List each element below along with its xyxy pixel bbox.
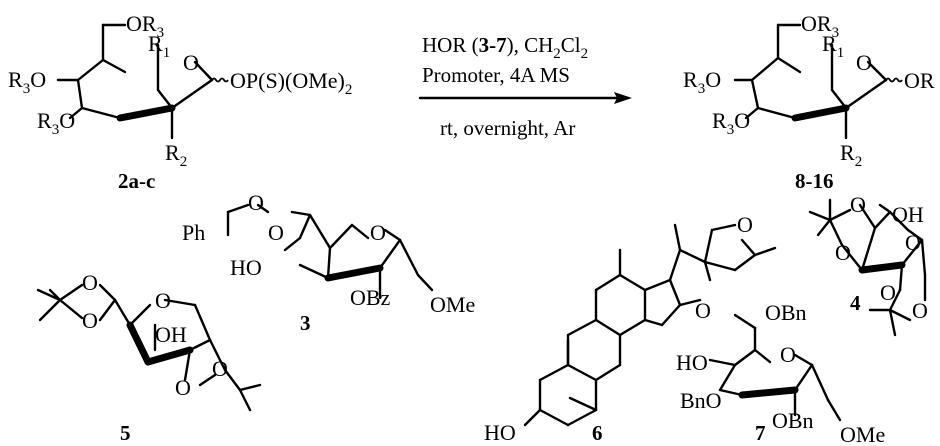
acceptor-3-label: 3 — [300, 311, 311, 335]
acceptor-4-o-d: O — [912, 298, 928, 323]
product-r3o-b: R3O — [712, 108, 750, 138]
acceptor-5-o2: O — [82, 308, 98, 333]
acceptor-4: OH O O O O O 4 — [808, 192, 928, 337]
product-r3o-a: R3O — [683, 67, 721, 97]
acceptor-7-ho: HO — [676, 350, 708, 375]
acceptor-5: O O O OH O O 5 — [36, 270, 262, 445]
acceptor-6-ho: HO — [484, 420, 516, 445]
acceptor-6-o-ring1: O — [737, 212, 753, 237]
acceptor-5-o4: O — [212, 356, 228, 381]
acceptor-4-o-a: O — [850, 192, 866, 217]
reaction-arrowhead — [614, 92, 632, 104]
reactant-2a-c: OR3 R1 O R3O R3O R2 OP(S)(OMe)2 2a-c — [8, 11, 352, 193]
acceptor-7-ring-o: O — [780, 342, 796, 367]
acceptor-7-label: 7 — [755, 421, 766, 445]
acceptor-4-oh: OH — [892, 202, 924, 227]
acceptor-3-obz: OBz — [350, 285, 391, 310]
product-r2: R2 — [840, 140, 862, 170]
conditions-line-1: HOR (3-7), CH2Cl2 — [422, 33, 588, 62]
acceptor-6: HO O O 6 — [484, 212, 777, 445]
acceptor-5-oh: OH — [155, 322, 187, 347]
acceptor-6-label: 6 — [592, 421, 603, 445]
acceptor-6-o-ring2: O — [695, 298, 711, 323]
reactant-r3o-b: R3O — [37, 108, 75, 138]
acceptor-4-ring-o: O — [905, 230, 921, 255]
reactant-r1: R1 — [148, 31, 170, 61]
conditions-line-3: rt, overnight, Ar — [440, 116, 575, 140]
reactant-label: 2a-c — [118, 169, 155, 193]
acceptor-4-o-c: O — [880, 280, 896, 305]
product-r1: R1 — [822, 31, 844, 61]
conditions-line-2: Promoter, 4A MS — [422, 63, 570, 87]
product-8-16: OR3 R1 O R3O R3O R2 OR 8-16 — [683, 11, 935, 193]
acceptor-3-ome: OMe — [430, 292, 475, 317]
reactant-or3-top: OR3 — [126, 11, 164, 41]
acceptor-3: Ph O O O HO OBz OMe 3 — [182, 190, 475, 335]
acceptor-7-obn-top: OBn — [765, 300, 807, 325]
acceptor-3-o2: O — [268, 220, 284, 245]
acceptor-7-bno: BnO — [680, 388, 722, 413]
reactant-r2: R2 — [165, 140, 187, 170]
reaction-arrow-group: HOR (3-7), CH2Cl2 Promoter, 4A MS rt, ov… — [418, 33, 632, 140]
acceptor-4-label: 4 — [850, 291, 861, 315]
acceptor-3-ho: HO — [230, 255, 262, 280]
reactant-r3o-a: R3O — [8, 67, 46, 97]
reactant-ring-o: O — [183, 50, 199, 75]
acceptor-4-o-b: O — [835, 240, 851, 265]
product-ring-o: O — [856, 50, 872, 75]
acceptor-7-ome: OMe — [840, 422, 885, 446]
acceptor-5-label: 5 — [120, 421, 131, 445]
acceptor-5-o3: O — [175, 375, 191, 400]
acceptor-3-o1: O — [248, 190, 264, 215]
acceptor-7: OBn HO O BnO OBn OMe 7 — [676, 300, 885, 446]
acceptor-3-ph: Ph — [182, 220, 205, 245]
acceptor-7-obn: OBn — [772, 408, 814, 433]
reactant-leaving-group: OP(S)(OMe)2 — [230, 68, 352, 98]
acceptor-5-ring-o: O — [155, 288, 171, 313]
product-or3-top: OR3 — [801, 11, 839, 41]
product-anomeric-or: OR — [904, 68, 935, 93]
acceptor-5-o1: O — [82, 270, 98, 295]
product-label: 8-16 — [795, 169, 834, 193]
acceptor-3-ring-o: O — [370, 220, 386, 245]
